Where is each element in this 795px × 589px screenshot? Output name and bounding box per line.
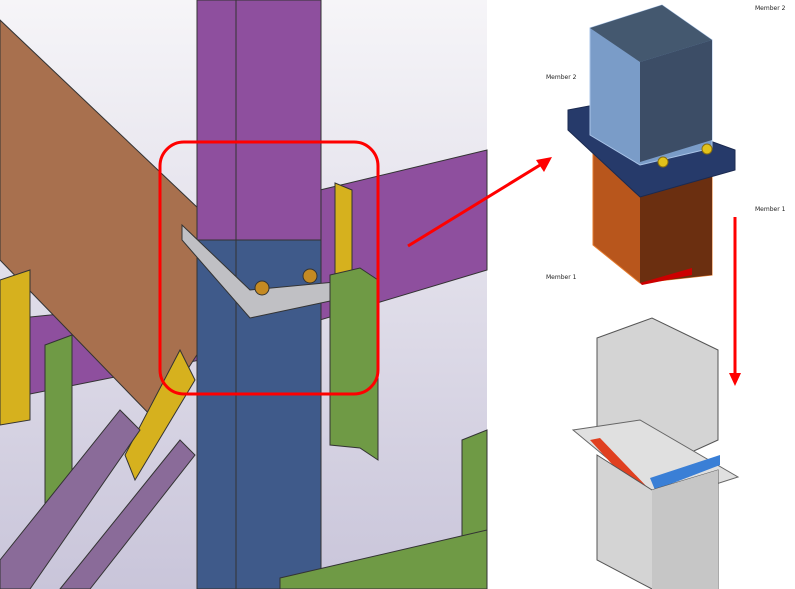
diagonal-brace (59, 439, 196, 589)
gusset-plate (0, 269, 31, 426)
label-member-1: Member 1 (546, 274, 577, 281)
bolt (302, 268, 318, 284)
fea-result-model (571, 317, 740, 589)
column-upper (196, 0, 322, 241)
arrow-to-model (407, 160, 546, 248)
bolt (254, 280, 270, 296)
angle-member (461, 429, 488, 541)
connection-model (567, 4, 736, 285)
label-member-2: Member 2 (755, 5, 786, 12)
angle-member (329, 267, 379, 461)
gusset-plate (124, 348, 196, 482)
label-member-2: Member 2 (546, 74, 577, 81)
diagonal-brace (0, 409, 141, 589)
highlight-box (158, 140, 380, 396)
3d-model-view (0, 0, 488, 589)
label-member-1: Member 1 (755, 206, 786, 213)
angle-member (279, 529, 488, 589)
